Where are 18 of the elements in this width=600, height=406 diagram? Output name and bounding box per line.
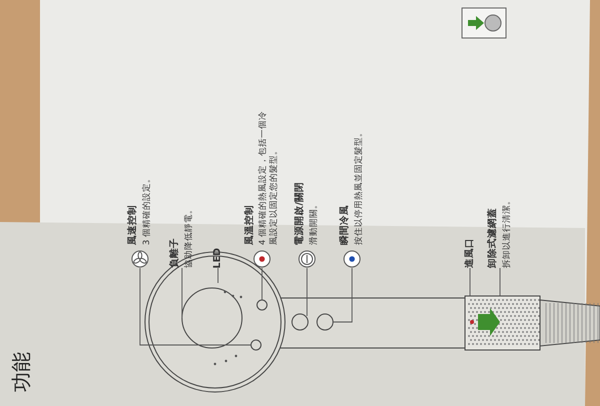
callout-heading: 風溫控制	[244, 205, 256, 245]
callout-heading: 卸除式濾網蓋	[487, 208, 500, 268]
callout-heading: 進風口	[464, 238, 476, 268]
callout-heading: LED	[212, 248, 224, 268]
callout-heading: 風速控制	[127, 205, 140, 245]
callout-heading: 電源開啟/關閉	[294, 182, 306, 245]
callout-text: 3 個精確的設定。	[142, 174, 153, 245]
leader-line	[140, 268, 252, 346]
leader-line	[332, 268, 352, 322]
callout-heading: 負離子	[169, 238, 182, 268]
callout-text: 協助降低靜電。	[184, 205, 195, 268]
callout-heading: 瞬間冷風	[339, 205, 352, 245]
page-title: 功能	[8, 352, 34, 392]
callout-text: 4 個精確的熱風設定，包括一個冷風設定以固定您的髮型。	[258, 110, 280, 245]
leader-line	[306, 268, 308, 316]
callout-text: 拆卸以進行清潔。	[502, 196, 513, 268]
callout-text: 滑動開關。	[308, 200, 320, 245]
callout-text: 按住以停用熱風並固定髮型。	[354, 128, 365, 245]
